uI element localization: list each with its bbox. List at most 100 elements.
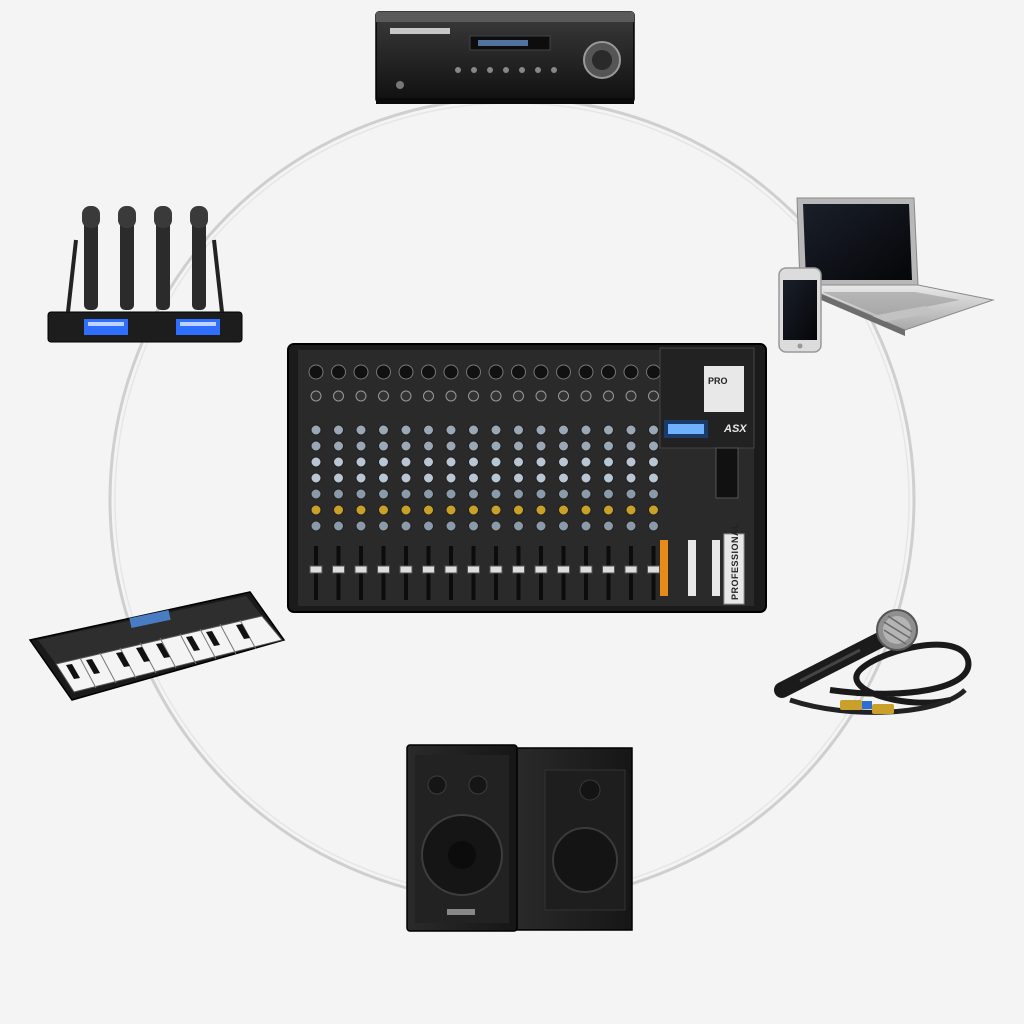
mixer-fader-cap — [624, 565, 638, 574]
mixer-fader-cap — [512, 565, 525, 574]
mixer-knob — [378, 456, 389, 468]
mixer-knob — [423, 456, 434, 468]
keyboard-icon — [28, 591, 286, 701]
mixer-line-jack — [310, 390, 322, 402]
mixer-xlr-jack — [331, 364, 346, 380]
mixer-knob — [333, 456, 344, 468]
mixer-knob — [378, 520, 389, 532]
speaker-icon — [406, 744, 633, 932]
mixer-side-label: PROFESSIONAL — [730, 523, 740, 600]
mixer-fader-cap — [647, 565, 660, 574]
mixer-knob — [400, 520, 412, 532]
mixer-knob — [580, 520, 592, 532]
mixer-knob — [310, 504, 322, 516]
mixer-line-jack — [603, 390, 614, 402]
mixer-knob — [603, 456, 614, 468]
mixer-xlr-jack — [511, 364, 526, 380]
mixer-knob — [378, 488, 389, 500]
mixer-fader-cap — [309, 565, 323, 574]
mixer-knob — [558, 472, 569, 484]
mixer-line-jack — [580, 390, 592, 402]
mixer-badge-label: PRO — [708, 376, 728, 386]
mixer-xlr-jack — [646, 364, 661, 380]
wireless-mic-icon — [47, 206, 243, 343]
mixer-knob — [648, 504, 659, 516]
mixer-knob — [625, 472, 637, 484]
mixer-line-jack — [423, 390, 434, 402]
mixer-knob — [378, 504, 389, 516]
mixer-knob — [423, 440, 434, 452]
mixer-knob — [648, 440, 659, 452]
mixer-line-jack — [513, 390, 524, 402]
mixer-knob — [603, 504, 614, 516]
mixer-knob — [625, 424, 637, 436]
mixer-knob — [400, 504, 412, 516]
mixer-knob — [400, 488, 412, 500]
mixer-knob — [400, 456, 412, 468]
mixer-knob — [468, 424, 479, 436]
mixer-line-jack — [625, 390, 637, 402]
mixer-fader-cap — [377, 565, 390, 574]
mixer-knob — [423, 520, 434, 532]
mixer-knob — [558, 520, 569, 532]
mixer-knob — [648, 472, 659, 484]
mixer-xlr-jack — [398, 364, 414, 380]
mixer-line-jack — [333, 390, 344, 402]
mixer-knob — [535, 440, 547, 452]
mixer-line-jack — [445, 390, 457, 402]
mixer-knob — [558, 504, 569, 516]
mixer-line-jack — [558, 390, 569, 402]
mixer-knob — [490, 488, 502, 500]
mixer-knob — [468, 440, 479, 452]
mixer-fader-cap — [557, 565, 570, 574]
mixer-knob — [580, 424, 592, 436]
mixer-knob — [603, 488, 614, 500]
mixer-fader-cap — [354, 565, 368, 574]
mixer-icon — [287, 343, 767, 613]
mixer-fader-cap — [534, 565, 548, 574]
mixer-knob — [535, 456, 547, 468]
mixer-knob — [423, 424, 434, 436]
mixer-knob — [355, 440, 367, 452]
mixer-knob — [423, 472, 434, 484]
mixer-xlr-jack — [421, 364, 436, 380]
mixer-fader-cap — [489, 565, 503, 574]
mixer-xlr-jack — [623, 364, 639, 380]
mixer-fader-cap — [602, 565, 615, 574]
mixer-line-jack — [490, 390, 502, 402]
mixer-knob — [603, 472, 614, 484]
mixer-line-jack — [400, 390, 412, 402]
mixer-xlr-jack — [353, 364, 369, 380]
mixer-knob — [445, 424, 457, 436]
mixer-knob — [558, 440, 569, 452]
mixer-knob — [468, 488, 479, 500]
mixer-line-jack — [648, 390, 659, 402]
mixer-brand-label: ASX — [723, 423, 747, 435]
mixer-knob — [310, 456, 322, 468]
mixer-knob — [445, 472, 457, 484]
mixer-fader-cap — [444, 565, 458, 574]
mixer-knob — [648, 424, 659, 436]
mixer-knob — [378, 424, 389, 436]
receiver-icon — [375, 11, 635, 104]
mixer-knob — [423, 488, 434, 500]
mixer-knob — [445, 504, 457, 516]
mixer-xlr-jack — [556, 364, 571, 380]
mixer-knob — [625, 488, 637, 500]
mixer-knob — [423, 504, 434, 516]
mixer-knob — [355, 456, 367, 468]
mixer-knob — [310, 472, 322, 484]
mixer-xlr-jack — [466, 364, 481, 380]
mixer-knob — [490, 456, 502, 468]
mixer-line-jack — [468, 390, 479, 402]
mixer-knob — [535, 504, 547, 516]
mixer-knob — [333, 520, 344, 532]
mixer-knob — [333, 504, 344, 516]
mixer-knob — [513, 504, 524, 516]
mixer-fader-cap — [399, 565, 413, 574]
mixer-knob — [468, 520, 479, 532]
mixer-knob — [535, 424, 547, 436]
mixer-knob — [333, 472, 344, 484]
mixer-knob — [445, 440, 457, 452]
